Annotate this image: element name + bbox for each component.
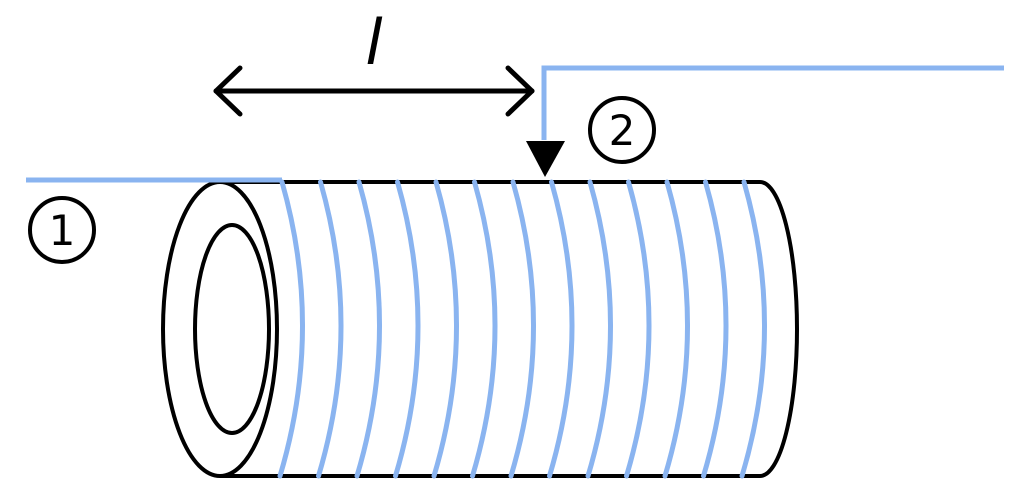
coil-turn <box>701 179 729 479</box>
coil-turn <box>277 179 305 479</box>
tube-cylinder <box>161 180 799 478</box>
length-arrow-left-head <box>213 65 243 117</box>
terminal-1-circle <box>28 196 96 264</box>
terminal-1-marker: 1 <box>28 196 96 264</box>
tube-front-outer <box>161 180 279 478</box>
length-label: l <box>365 6 382 79</box>
sliding-contact-arrowhead <box>526 141 565 177</box>
length-arrow-right-head <box>505 65 535 117</box>
coil-turn <box>508 179 536 479</box>
terminal-2-label: 2 <box>609 106 636 155</box>
lead-wire-2 <box>541 65 1004 140</box>
terminal-1-label: 1 <box>49 206 76 255</box>
coil-turn <box>316 179 344 479</box>
coil-turn <box>547 179 575 479</box>
coil-turn <box>393 179 421 479</box>
terminal-2-marker: 2 <box>588 96 656 164</box>
coil-turn <box>585 179 613 479</box>
coil-turns <box>277 179 767 479</box>
coil-turn <box>354 179 382 479</box>
coil-turn <box>470 179 498 479</box>
terminal-2-circle <box>588 96 656 164</box>
tube-right-end <box>759 180 799 478</box>
coil-turn <box>662 179 690 479</box>
coil-turn <box>739 179 767 479</box>
tube-front-inner <box>193 223 271 435</box>
length-dimension-arrow <box>213 65 535 117</box>
coil-turn <box>431 179 459 479</box>
coil-turn <box>624 179 652 479</box>
